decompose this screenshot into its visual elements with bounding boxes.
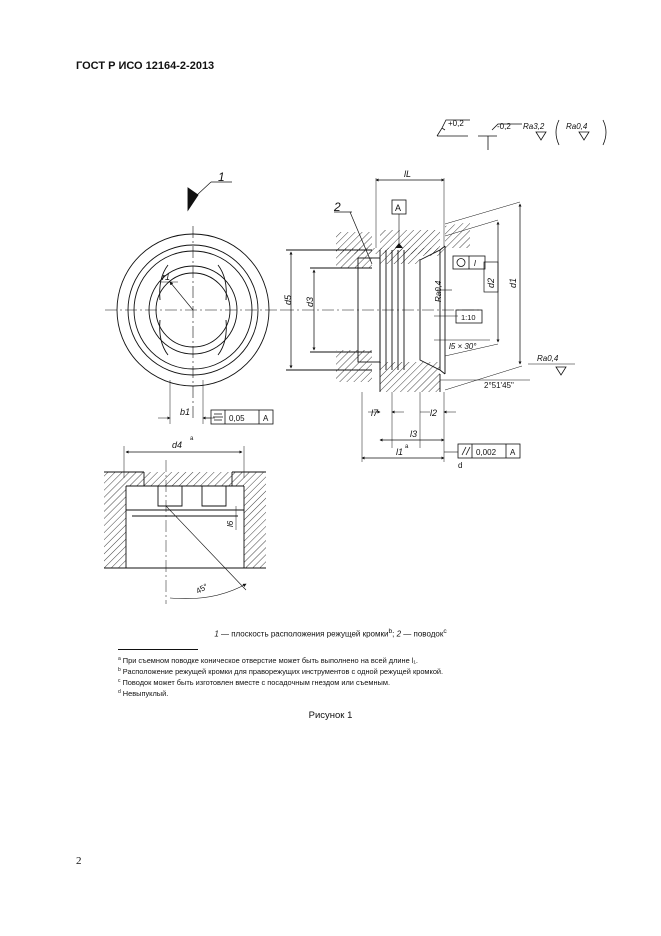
fcf-circ-value: l bbox=[474, 259, 476, 268]
caption-s1: b bbox=[388, 628, 393, 635]
legend-ra1: Ra3,2 bbox=[523, 122, 545, 131]
ra-inner-label: Ra0,4 bbox=[434, 280, 443, 302]
lL-label: lL bbox=[404, 169, 411, 179]
figure-title: Рисунок 1 bbox=[308, 710, 353, 721]
d4-sup-a: a bbox=[190, 436, 194, 442]
bottom-section-view bbox=[104, 446, 266, 604]
roughness-legend: +0,2 -0,2 Ra3,2 Ra0,4 bbox=[436, 119, 607, 150]
d5-label: d5 bbox=[283, 294, 293, 305]
document-header: ГОСТ Р ИСО 12164-2-2013 bbox=[76, 60, 215, 72]
l1-sup-a: a bbox=[405, 444, 409, 450]
l2-label: l2 bbox=[430, 408, 437, 418]
l3-label: l3 bbox=[410, 429, 417, 439]
caption-n1: 1 bbox=[214, 629, 219, 639]
caption-t1: — плоскость расположения режущей кромки bbox=[218, 629, 389, 639]
fcf-symmetry: 0,05 A bbox=[210, 409, 274, 425]
caption-t2: — поводок bbox=[401, 629, 444, 639]
caption-n2: 2 bbox=[396, 629, 402, 639]
legend-tol1: +0,2 bbox=[448, 119, 464, 128]
callout-1-label: 1 bbox=[218, 170, 225, 184]
l5-label: l5 × 30° bbox=[449, 342, 477, 351]
fcf-parallelism: 0,002 A d bbox=[444, 443, 521, 470]
r1-label: r1 bbox=[162, 272, 170, 282]
fcf-par-value: 0,002 bbox=[476, 448, 497, 457]
datum-A-label: A bbox=[395, 203, 401, 213]
fcf-sym-datum: A bbox=[263, 414, 269, 423]
d1-label: d1 bbox=[508, 278, 518, 288]
fcf-par-datum: A bbox=[510, 448, 516, 457]
figure-caption: 1 — плоскость расположения режущей кромк… bbox=[0, 628, 661, 639]
d3-label: d3 bbox=[305, 297, 315, 307]
l1-label: l1 bbox=[396, 447, 403, 457]
taper-label: 1:10 bbox=[461, 313, 476, 322]
fcf-sym-value: 0,05 bbox=[229, 414, 245, 423]
caption-sep: ; bbox=[392, 629, 397, 639]
footnote-rule bbox=[118, 649, 198, 650]
l7-label: l7 bbox=[371, 408, 379, 418]
section-view: A l 1:10 bbox=[282, 178, 575, 462]
fcf-par-note: d bbox=[458, 461, 462, 470]
legend-tol2: -0,2 bbox=[497, 122, 511, 131]
d4-label: d4 bbox=[172, 440, 182, 450]
caption-s2: c bbox=[443, 628, 447, 635]
fcf-circularity: l bbox=[452, 255, 486, 270]
front-view bbox=[105, 181, 283, 424]
ra-outer-label: Ra0,4 bbox=[537, 354, 559, 363]
angle-45-label: 45° bbox=[195, 582, 210, 596]
page-number: 2 bbox=[76, 855, 82, 867]
b1-label: b1 bbox=[180, 407, 190, 417]
angle-bottom-label: 2°51'45" bbox=[484, 381, 514, 390]
callout-2-label: 2 bbox=[333, 200, 341, 214]
d2-label: d2 bbox=[486, 278, 496, 288]
l6-label: l6 bbox=[226, 520, 235, 527]
legend-ra2: Ra0,4 bbox=[566, 122, 588, 131]
